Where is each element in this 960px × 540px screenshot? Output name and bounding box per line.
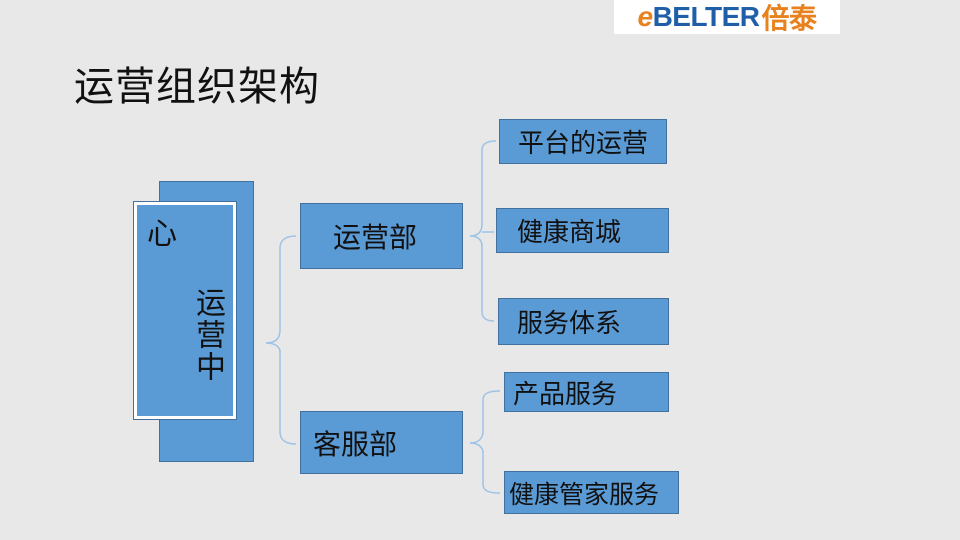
center-operation-box: 心 运营中 [133,201,237,420]
bracket-main-tip [265,342,281,353]
center-top-char: 心 [147,217,177,252]
bracket-main-lower [279,350,297,445]
bracket-dept2-lower [482,451,501,494]
node-service-system: 服务体系 [498,298,669,345]
dept-operations: 运营部 [300,203,463,269]
node-product-service: 产品服务 [504,372,669,412]
center-vertical-label: 运营中 [190,287,225,383]
logo-e: e [637,1,653,32]
bracket-main [265,235,297,344]
page-title: 运营组织架构 [74,64,320,110]
bracket-dept2 [469,390,501,444]
bracket-dept2-tip [469,442,484,454]
node-health-steward-service: 健康管家服务 [504,471,679,514]
logo-brand: BELTER [652,1,760,32]
node-platform-operations: 平台的运营 [499,119,667,164]
logo-chinese: 倍泰 [761,3,817,34]
node-health-mall: 健康商城 [496,208,669,253]
bracket-dept1-lower [481,244,495,322]
bracket-dept1 [469,140,497,237]
bracket-dept1-tip [469,235,483,247]
dept-customer-service: 客服部 [300,411,463,474]
